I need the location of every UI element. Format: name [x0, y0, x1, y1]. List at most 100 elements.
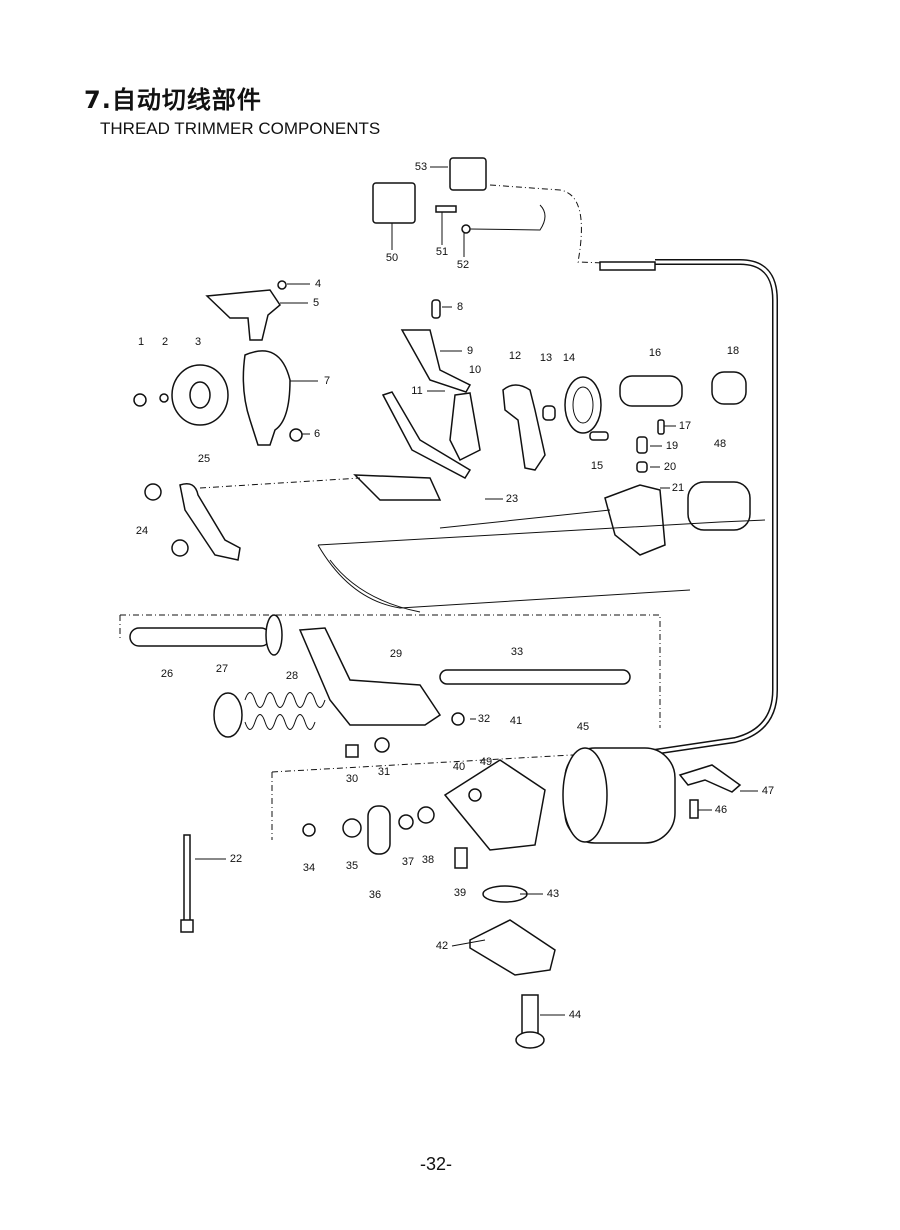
part-10 — [449, 392, 481, 462]
lever-arm — [381, 391, 472, 479]
callout-1: 1 — [138, 336, 144, 348]
callout-4: 4 — [315, 278, 321, 290]
part-41 — [443, 759, 546, 851]
part-28-spring — [244, 692, 326, 730]
wire-lead — [469, 204, 546, 231]
part-17 — [657, 419, 665, 435]
bed-plate — [317, 519, 766, 613]
callout-3: 3 — [195, 336, 201, 348]
part-36 — [367, 805, 391, 855]
part-4 — [277, 280, 287, 290]
part-29 — [298, 627, 442, 726]
callout-27: 27 — [216, 663, 228, 675]
callout-9: 9 — [467, 345, 473, 357]
part-2 — [159, 393, 169, 403]
callout-51: 51 — [436, 246, 448, 258]
callout-36: 36 — [369, 889, 381, 901]
part-5 — [205, 289, 281, 341]
callout-41: 41 — [510, 715, 522, 727]
part-18 — [711, 371, 747, 405]
callout-17: 17 — [679, 420, 691, 432]
part-3-hole — [189, 381, 211, 409]
callout-18: 18 — [727, 345, 739, 357]
callout-44: 44 — [569, 1009, 581, 1021]
callout-34: 34 — [303, 862, 315, 874]
callout-12: 12 — [509, 350, 521, 362]
part-26-flange — [265, 614, 283, 656]
wire-harness — [489, 184, 656, 266]
callout-38: 38 — [422, 854, 434, 866]
part-24-b — [171, 539, 189, 557]
callout-29: 29 — [390, 648, 402, 660]
axis-line — [199, 477, 361, 489]
callout-26: 26 — [161, 668, 173, 680]
callout-5: 5 — [313, 297, 319, 309]
part-35 — [342, 818, 362, 838]
part-20 — [636, 461, 648, 473]
callout-32: 32 — [478, 713, 490, 725]
part-9 — [400, 329, 472, 393]
part-46 — [689, 799, 699, 819]
part-6 — [289, 428, 303, 442]
part-30 — [345, 744, 359, 758]
callout-labels: 1 2 3 4 5 6 7 8 9 10 11 12 13 14 15 16 1… — [136, 161, 774, 1021]
part-48 — [687, 481, 751, 531]
part-44-head — [515, 1031, 545, 1049]
callout-33: 33 — [511, 646, 523, 658]
part-39 — [454, 847, 468, 869]
part-19 — [636, 436, 648, 454]
connector-50 — [372, 182, 416, 224]
part-8 — [431, 299, 441, 319]
callout-42: 42 — [436, 940, 448, 952]
part-7 — [242, 350, 291, 446]
callout-40: 40 — [453, 761, 465, 773]
part-24-a — [144, 483, 162, 501]
part-14-spring — [564, 376, 602, 434]
callout-16: 16 — [649, 347, 661, 359]
part-12 — [502, 384, 546, 471]
shaft — [439, 509, 611, 529]
callout-52: 52 — [457, 259, 469, 271]
part-14-coil — [572, 386, 594, 424]
callout-21: 21 — [672, 482, 684, 494]
part-34 — [302, 823, 316, 837]
callout-6: 6 — [314, 428, 320, 440]
callout-15: 15 — [591, 460, 603, 472]
callout-45: 45 — [577, 721, 589, 733]
callout-14: 14 — [563, 352, 575, 364]
callout-35: 35 — [346, 860, 358, 872]
callout-19: 19 — [666, 440, 678, 452]
callout-11: 11 — [411, 385, 422, 397]
part-13 — [542, 405, 556, 421]
part-45-face — [562, 747, 608, 843]
part-25 — [179, 483, 241, 561]
callout-49: 49 — [480, 756, 492, 768]
part-16 — [619, 375, 683, 407]
part-47 — [678, 764, 742, 793]
callout-53: 53 — [415, 161, 427, 173]
leader-lines — [195, 166, 758, 1016]
terminal-51 — [435, 205, 457, 213]
callout-20: 20 — [664, 461, 676, 473]
part-31 — [374, 737, 390, 753]
callout-10: 10 — [469, 364, 481, 376]
callout-39: 39 — [454, 887, 466, 899]
section-title: 7.自动切线部件 — [84, 86, 262, 114]
callout-31: 31 — [378, 766, 390, 778]
callout-23: 23 — [506, 493, 518, 505]
part-44 — [521, 994, 539, 1036]
part-37 — [398, 814, 414, 830]
part-38 — [417, 806, 435, 824]
callout-22: 22 — [230, 853, 242, 865]
part-22 — [183, 834, 191, 926]
part-33 — [439, 669, 631, 685]
callout-46: 46 — [715, 804, 727, 816]
callout-43: 43 — [547, 888, 559, 900]
section-subtitle: THREAD TRIMMER COMPONENTS — [100, 119, 381, 138]
callout-47: 47 — [762, 785, 774, 797]
callout-13: 13 — [540, 352, 552, 364]
part-27 — [213, 692, 243, 738]
callout-8: 8 — [457, 301, 463, 313]
terminal-52 — [461, 224, 471, 234]
